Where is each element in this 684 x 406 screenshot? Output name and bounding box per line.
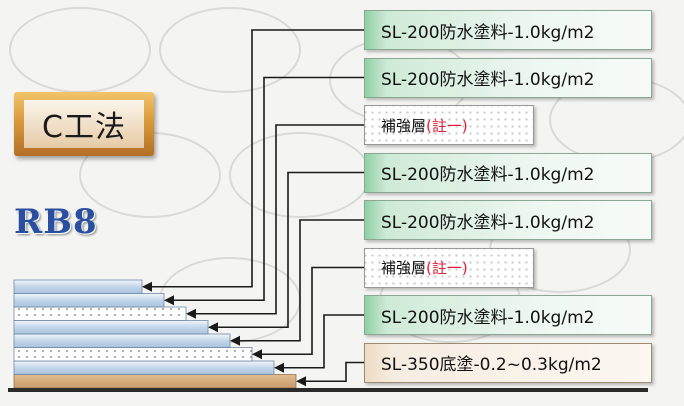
- layer-label: SL-200防水塗料-1.0kg/m2: [381, 70, 595, 90]
- layer-label: SL-200防水塗料-1.0kg/m2: [381, 212, 595, 233]
- leader-line-3: [194, 124, 364, 315]
- arrowhead-7: [274, 362, 284, 373]
- layer-strip-1: [13, 279, 143, 294]
- arrowhead-1: [142, 281, 152, 292]
- layer-box-8: SL-350底塗-0.2~0.3kg/m2: [364, 342, 652, 383]
- leader-line-1: [150, 29, 364, 288]
- arrowhead-2: [164, 295, 174, 306]
- leader-line-7: [282, 314, 364, 369]
- layer-box-5: SL-200防水塗料-1.0kg/m2: [364, 200, 652, 240]
- layer-note: (註一): [426, 116, 468, 135]
- substrate-layer: [13, 374, 297, 389]
- layer-strip-7: [13, 360, 275, 375]
- leader-line-4: [216, 171, 364, 329]
- leader-line-6: [260, 266, 364, 356]
- layer-strip-3: [13, 306, 187, 321]
- arrowhead-4: [208, 322, 218, 333]
- layer-strip-5: [13, 333, 231, 348]
- layer-box-4: SL-200防水塗料-1.0kg/m2: [364, 152, 652, 193]
- arrowhead-8: [296, 376, 306, 387]
- layer-box-3: 補強層(註一): [364, 105, 534, 145]
- layer-label: SL-350底塗-0.2~0.3kg/m2: [381, 355, 602, 375]
- layer-strip-4: [13, 320, 209, 335]
- layer-label: SL-200防水塗料-1.0kg/m2: [381, 165, 595, 185]
- method-badge: C工法: [14, 92, 154, 156]
- leader-line-8: [304, 361, 364, 383]
- leader-line-5: [238, 219, 364, 342]
- layer-box-2: SL-200防水塗料-1.0kg/m2: [364, 57, 652, 98]
- layer-box-1: SL-200防水塗料-1.0kg/m2: [364, 10, 652, 50]
- leader-line-2: [172, 76, 364, 302]
- arrowhead-5: [230, 335, 240, 346]
- layer-label: 補強層: [381, 116, 427, 135]
- layer-label: SL-200防水塗料-1.0kg/m2: [381, 22, 595, 43]
- model-label: RB8: [14, 202, 98, 242]
- method-label: C工法: [24, 100, 144, 148]
- layer-note: (註一): [426, 259, 468, 277]
- layer-strip-2: [13, 293, 165, 308]
- layer-label: SL-200防水塗料-1.0kg/m2: [381, 307, 595, 328]
- layer-label: 補強層: [381, 259, 427, 277]
- base-line: [8, 388, 648, 392]
- layer-box-6: 補強層(註一): [364, 247, 534, 288]
- layer-box-7: SL-200防水塗料-1.0kg/m2: [364, 295, 652, 335]
- arrowhead-6: [252, 349, 262, 360]
- layer-strip-6: [13, 347, 253, 362]
- arrowhead-3: [186, 308, 196, 319]
